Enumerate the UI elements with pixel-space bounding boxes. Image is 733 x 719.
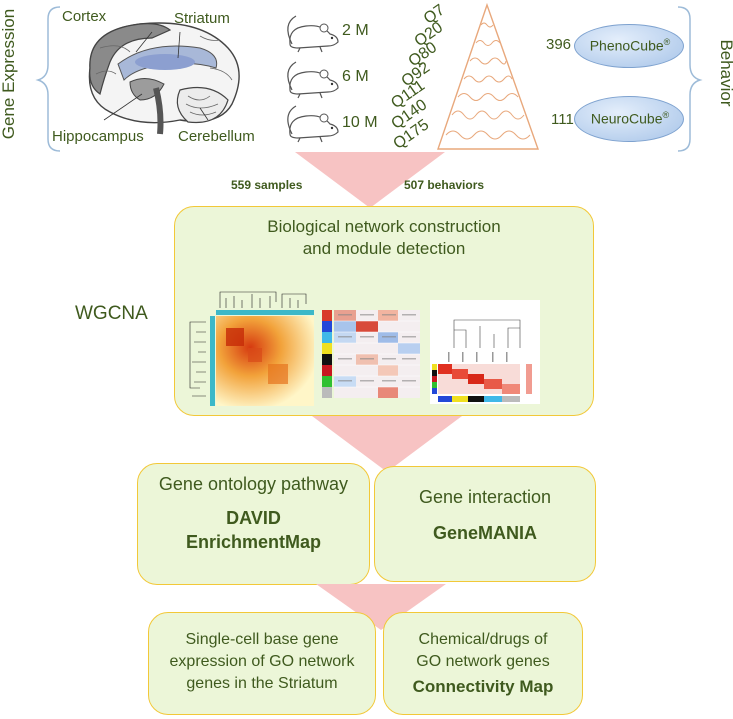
brain-illustration: [88, 22, 240, 135]
module-trait-heatmap: [322, 310, 420, 398]
go-pathway-box: Gene ontology pathway DAVID EnrichmentMa…: [137, 463, 370, 585]
registered-mark: ®: [662, 110, 670, 120]
flow-arrow: [295, 152, 445, 208]
mouse-age-6m: 6 M: [342, 68, 369, 85]
neurocube-label: NeuroCube®: [580, 110, 680, 127]
chem-line2: GO network genes: [416, 653, 550, 670]
behaviors-count: 507 behaviors: [404, 178, 485, 192]
single-cell-line1: Single-cell base gene: [185, 631, 339, 648]
genemania-label: GeneMANIA: [432, 523, 537, 543]
gene-interaction-title: Gene interaction: [418, 487, 552, 507]
enrichmentmap-label: EnrichmentMap: [185, 532, 322, 552]
phenocube-count: 396: [546, 36, 572, 53]
wgcna-title-line2: and module detection: [302, 239, 466, 258]
neurocube-count: 111: [551, 111, 574, 128]
wgcna-title-line1: Biological network construction: [267, 217, 501, 236]
mouse-age-2m: 2 M: [342, 22, 369, 39]
left-bracket: [35, 6, 61, 152]
behavior-label: Behavior: [717, 39, 733, 107]
mouse-icon: [287, 61, 339, 99]
samples-count: 559 samples: [231, 178, 303, 192]
neurocube-name: NeuroCube: [590, 110, 663, 127]
go-pathway-title: Gene ontology pathway: [158, 474, 349, 494]
label-cortex: Cortex: [62, 8, 107, 25]
single-cell-line3: genes in the Striatum: [186, 675, 338, 692]
phenocube-name: PhenoCube: [589, 37, 664, 54]
single-cell-line2: expression of GO network: [169, 653, 355, 670]
gene-expression-label: Gene Expression: [0, 8, 18, 140]
registered-mark: ®: [663, 37, 671, 47]
phenocube-label: PhenoCube®: [580, 37, 680, 54]
flow-arrow: [312, 416, 462, 472]
chem-line1: Chemical/drugs of: [418, 631, 548, 648]
label-striatum: Striatum: [174, 10, 230, 27]
connectivity-map-label: Connectivity Map: [412, 677, 554, 696]
mouse-age-10m: 10 M: [342, 114, 378, 131]
gene-interaction-box: Gene interaction GeneMANIA: [374, 466, 596, 582]
neurocube-ellipse: [574, 96, 684, 142]
flow-arrow: [316, 584, 446, 630]
phenocube-ellipse: [574, 24, 684, 68]
mouse-icon: [287, 15, 339, 53]
david-label: DAVID: [226, 508, 281, 528]
label-cerebellum: Cerebellum: [178, 128, 255, 145]
dendrogram-tom-heatmap: [189, 291, 314, 406]
right-bracket: [677, 6, 703, 152]
label-hippocampus: Hippocampus: [52, 128, 144, 145]
wgcna-label: WGCNA: [75, 303, 148, 324]
connectivity-map-box: Chemical/drugs of GO network genes Conne…: [383, 612, 583, 715]
eigengene-network-plot: [430, 300, 540, 404]
cag-repeat-triangle: [437, 2, 539, 150]
single-cell-box: Single-cell base gene expression of GO n…: [148, 612, 376, 715]
mouse-icon: [287, 105, 339, 143]
